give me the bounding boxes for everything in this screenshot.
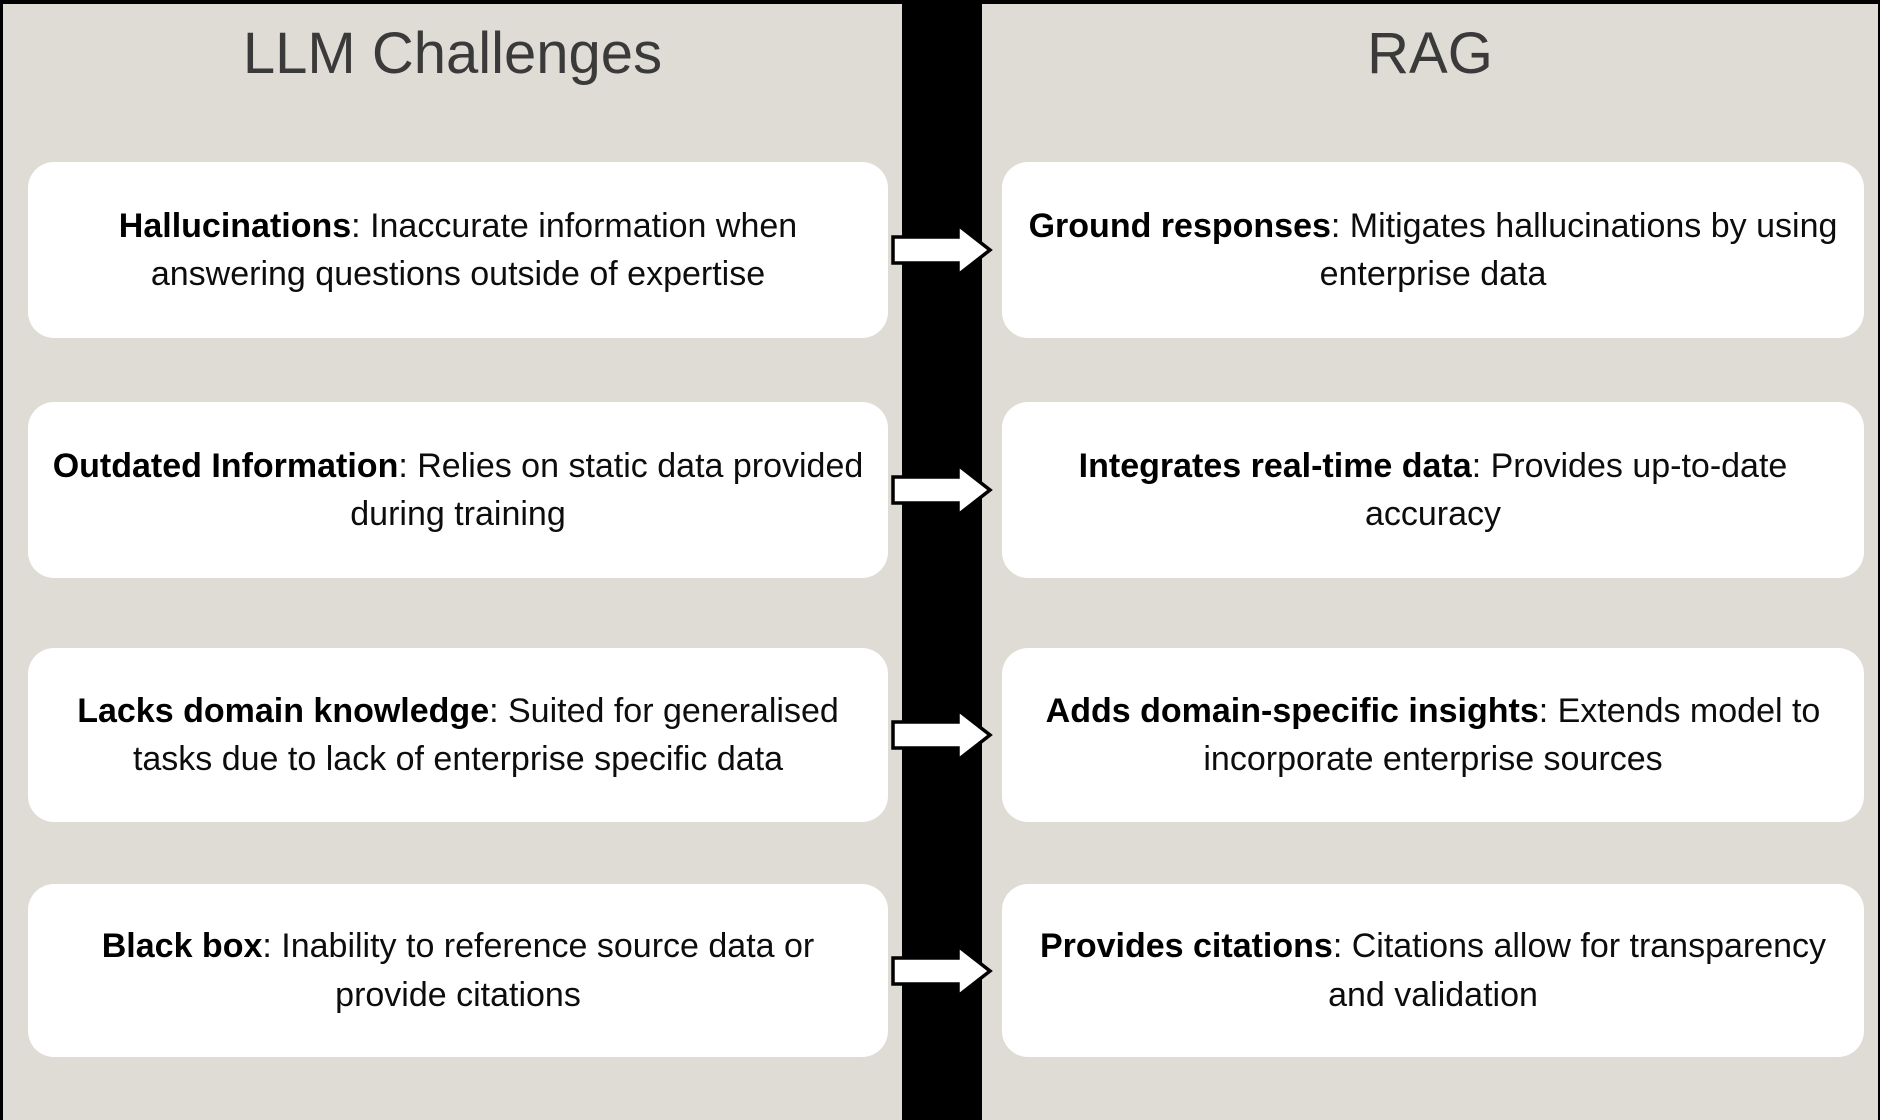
card-text: Integrates real-time data: Provides up-t…	[1002, 442, 1864, 539]
card-lead: Hallucinations	[118, 206, 352, 245]
right-arrow-icon	[891, 462, 993, 518]
card-rest: : Citations allow for transparency and v…	[1328, 927, 1827, 1014]
card-rest: : Extends model to incorporate enterpris…	[1203, 691, 1821, 778]
challenge-card-hallucinations: Hallucinations: Inaccurate information w…	[28, 162, 888, 338]
card-lead: Integrates real-time data	[1078, 446, 1472, 485]
card-rest: : Provides up-to-date accuracy	[1364, 446, 1788, 533]
right-arrow-icon	[891, 222, 993, 278]
llm-challenges-title: LLM Challenges	[242, 21, 663, 86]
card-rest: : Inability to reference source data or …	[262, 927, 815, 1014]
solution-card-domain-specific-insights: Adds domain-specific insights: Extends m…	[1002, 648, 1864, 822]
rag-title: RAG	[1367, 21, 1493, 86]
card-lead: Lacks domain knowledge	[77, 691, 490, 730]
card-lead: Adds domain-specific insights	[1045, 691, 1539, 730]
card-text: Black box: Inability to reference source…	[28, 922, 888, 1019]
card-rest: : Mitigates hallucinations by using ente…	[1319, 206, 1838, 293]
card-text: Outdated Information: Relies on static d…	[28, 442, 888, 539]
challenge-card-lacks-domain-knowledge: Lacks domain knowledge: Suited for gener…	[28, 648, 888, 822]
card-rest: : Inaccurate information when answering …	[150, 206, 798, 293]
card-lead: Black box	[101, 927, 263, 966]
card-text: Ground responses: Mitigates hallucinatio…	[1002, 202, 1864, 299]
solution-card-provides-citations: Provides citations: Citations allow for …	[1002, 884, 1864, 1057]
card-text: Provides citations: Citations allow for …	[1002, 922, 1864, 1019]
right-arrow-icon	[891, 943, 993, 999]
card-rest: : Relies on static data provided during …	[350, 446, 864, 533]
card-text: Hallucinations: Inaccurate information w…	[28, 202, 888, 299]
card-text: Adds domain-specific insights: Extends m…	[1002, 687, 1864, 784]
challenge-card-outdated-information: Outdated Information: Relies on static d…	[28, 402, 888, 578]
card-rest: : Suited for generalised tasks due to la…	[132, 691, 839, 778]
card-lead: Provides citations	[1039, 927, 1333, 966]
card-text: Lacks domain knowledge: Suited for gener…	[28, 687, 888, 784]
challenge-card-black-box: Black box: Inability to reference source…	[28, 884, 888, 1057]
right-arrow-icon	[891, 707, 993, 763]
solution-card-ground-responses: Ground responses: Mitigates hallucinatio…	[1002, 162, 1864, 338]
card-lead: Ground responses	[1028, 206, 1331, 245]
card-lead: Outdated Information	[52, 446, 399, 485]
solution-card-real-time-data: Integrates real-time data: Provides up-t…	[1002, 402, 1864, 578]
